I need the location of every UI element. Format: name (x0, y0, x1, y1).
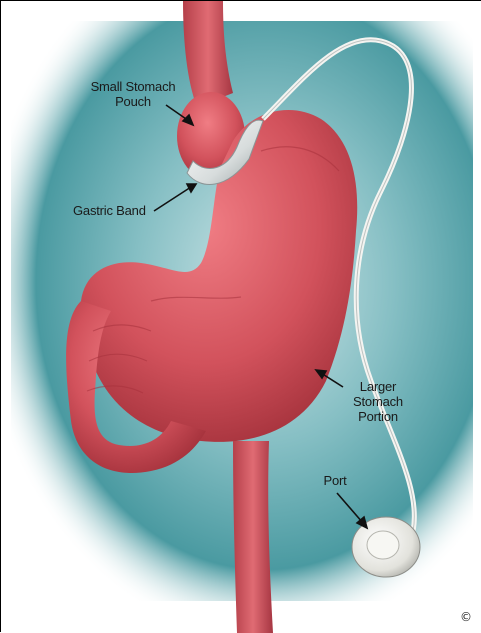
label-small-stomach-pouch: Small Stomach Pouch (71, 79, 195, 109)
label-larger-stomach-portion: Larger Stomach Portion (341, 379, 415, 424)
copyright-mark: © (460, 610, 472, 624)
label-port: Port (316, 473, 354, 488)
port-septum (367, 531, 399, 559)
label-gastric-band: Gastric Band (73, 203, 157, 218)
lower-intestine (233, 441, 273, 633)
